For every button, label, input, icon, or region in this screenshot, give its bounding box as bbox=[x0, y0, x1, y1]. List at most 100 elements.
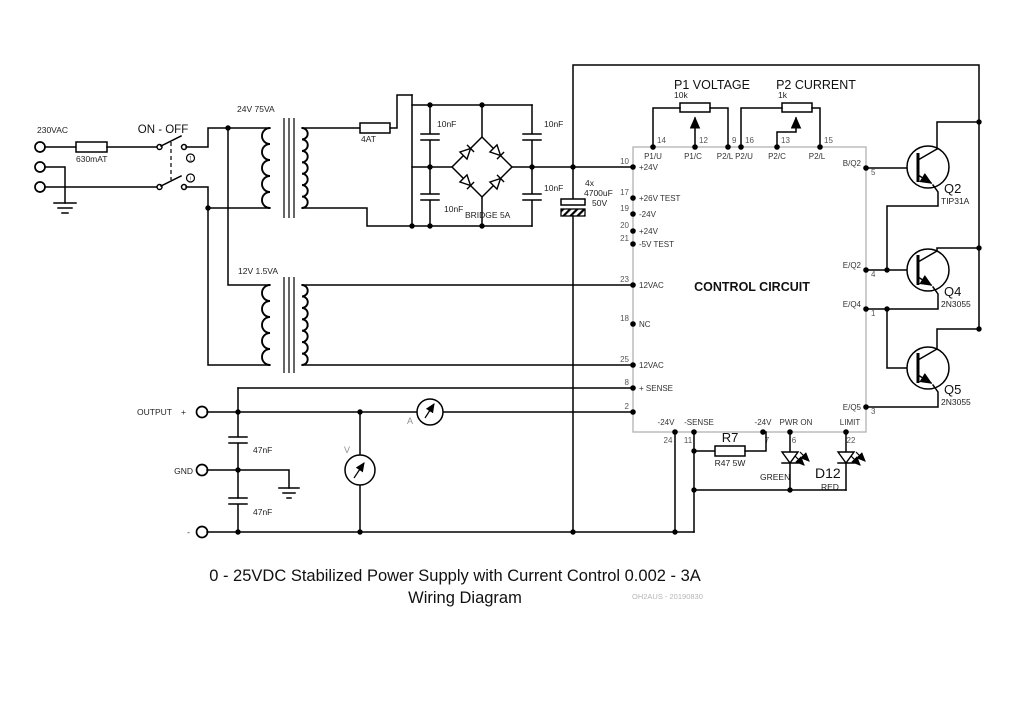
pin-label: P2/U bbox=[735, 152, 753, 161]
r7-resistor: R7 R47 5W bbox=[674, 430, 767, 533]
title-line2: Wiring Diagram bbox=[408, 589, 522, 607]
pin-number: 20 bbox=[620, 221, 629, 230]
diode-tl bbox=[458, 144, 475, 161]
diode-br bbox=[488, 174, 505, 191]
transistor-q2: Q2 TIP31A bbox=[865, 119, 982, 271]
transistor-q4-part: 2N3055 bbox=[941, 299, 971, 309]
pin-number: 24 bbox=[664, 436, 673, 445]
snubber-cap-tl-label: 10nF bbox=[437, 119, 456, 129]
switch-pos-off-glyph: i bbox=[190, 176, 191, 182]
bulk-cap-qty: 4x bbox=[585, 178, 595, 188]
pin-label: P2/L bbox=[809, 152, 826, 161]
pin-label: + SENSE bbox=[639, 384, 673, 393]
pin-label: 12VAC bbox=[639, 361, 664, 370]
pin-number: 12 bbox=[699, 136, 708, 145]
led-red-name: D12 bbox=[815, 465, 841, 481]
pin-label: P1/U bbox=[644, 152, 662, 161]
pin-label: +24V bbox=[639, 227, 659, 236]
snubber-cap-tl: 10nF bbox=[420, 104, 456, 168]
transistor-q2-part: TIP31A bbox=[941, 196, 970, 206]
pot-p1-voltage: P1 VOLTAGE 10k bbox=[652, 78, 750, 148]
mains-voltage-label: 230VAC bbox=[37, 125, 68, 135]
pin-label: -5V TEST bbox=[639, 240, 674, 249]
earth-ground-icon bbox=[53, 202, 77, 214]
transistor-q4: Q4 2N3055 bbox=[865, 245, 982, 369]
output-plus-sign: + bbox=[181, 407, 186, 417]
fuse-4at bbox=[359, 122, 391, 134]
pin-label: LIMIT bbox=[840, 418, 861, 427]
r7-value: R47 5W bbox=[715, 458, 746, 468]
mains-input: 230VAC 630mAT ON - OFF 1 i bbox=[34, 124, 271, 366]
mains-fuse bbox=[75, 141, 108, 153]
pin-label: -24V bbox=[639, 210, 657, 219]
control-bottom-pins: -24V -SENSE -24V PWR ON LIMIT 24 11 7 6 … bbox=[658, 418, 861, 445]
power-switch-label: ON - OFF bbox=[138, 124, 188, 136]
pot-p2-value: 1k bbox=[778, 90, 788, 100]
pin-number: 16 bbox=[745, 136, 754, 145]
pin-number: 10 bbox=[620, 157, 629, 166]
pin-label: E/Q2 bbox=[843, 261, 862, 270]
title-credit: OH2AUS - 20190830 bbox=[632, 592, 703, 601]
pin-number: 19 bbox=[620, 204, 629, 213]
pin-label: -24V bbox=[755, 418, 773, 427]
switch-pos-on-glyph: 1 bbox=[189, 156, 193, 162]
pin-number: 2 bbox=[625, 402, 630, 411]
control-right-pins: 5 4 1 3 B/Q2 E/Q2 E/Q4 E/Q5 bbox=[843, 159, 876, 416]
mains-terminal-l bbox=[34, 141, 46, 153]
secondary-fuse: 4AT bbox=[301, 94, 413, 227]
pin-number: 7 bbox=[765, 436, 770, 445]
output-cap-bottom: 47nF bbox=[228, 497, 272, 533]
bulk-capacitor: 4x 4700uF 50V bbox=[560, 164, 613, 533]
voltmeter-label: V bbox=[344, 445, 350, 455]
pin-label: +24V bbox=[639, 163, 659, 172]
pin-label: 12VAC bbox=[639, 281, 664, 290]
r7-name: R7 bbox=[722, 430, 739, 445]
ammeter: A bbox=[407, 398, 444, 426]
transistor-q2-name: Q2 bbox=[944, 181, 961, 196]
bulk-cap-voltage: 50V bbox=[592, 198, 607, 208]
pin-label: -24V bbox=[658, 418, 676, 427]
pin-number: 5 bbox=[871, 168, 876, 177]
output-terminal-plus bbox=[195, 405, 209, 419]
transistor-q5-part: 2N3055 bbox=[941, 397, 971, 407]
bridge-rectifier: 10nF 10nF 10nF 10nF BRIDGE 5A bbox=[409, 94, 634, 229]
pin-label: P2/L bbox=[717, 152, 734, 161]
transformer-24v-label: 24V 75VA bbox=[237, 104, 275, 114]
snubber-cap-br: 10nF bbox=[522, 166, 563, 227]
led-red-label: RED bbox=[821, 482, 839, 492]
transformer-12v-label: 12V 1.5VA bbox=[238, 266, 278, 276]
output-section: OUTPUT + GND - 47nF 47nF V bbox=[137, 387, 695, 539]
pin-number: 11 bbox=[684, 436, 693, 445]
pin-label: PWR ON bbox=[780, 418, 813, 427]
gnd-terminal bbox=[195, 463, 209, 477]
output-cap-top: 47nF bbox=[228, 387, 272, 499]
pin-number: 18 bbox=[620, 314, 629, 323]
pin-label: -SENSE bbox=[684, 418, 714, 427]
pin-label: B/Q2 bbox=[843, 159, 862, 168]
pot-p1-title: P1 VOLTAGE bbox=[674, 78, 750, 92]
led-green-label: GREEN bbox=[760, 472, 790, 482]
pot-p2-current: P2 CURRENT 1k bbox=[740, 78, 856, 148]
snubber-cap-br-label: 10nF bbox=[544, 183, 563, 193]
pin-number: 22 bbox=[847, 436, 856, 445]
pin-number: 1 bbox=[871, 309, 876, 318]
pin-label: +26V TEST bbox=[639, 194, 681, 203]
pin-number: 23 bbox=[620, 275, 629, 284]
control-left-pins: 10 17 19 20 21 23 18 25 8 2 +24V +26V TE… bbox=[620, 157, 681, 415]
pin-label: P2/C bbox=[768, 152, 786, 161]
fuse-4at-label: 4AT bbox=[361, 134, 376, 144]
snubber-cap-bl-label: 10nF bbox=[444, 204, 463, 214]
pin-number: 15 bbox=[824, 136, 833, 145]
diode-bl bbox=[458, 173, 475, 190]
led-green: GREEN bbox=[760, 431, 810, 491]
output-terminal-minus bbox=[195, 525, 209, 539]
pin-number: 21 bbox=[620, 234, 629, 243]
output-label: OUTPUT bbox=[137, 407, 172, 417]
pin-label: E/Q4 bbox=[843, 300, 862, 309]
pin-number: 13 bbox=[781, 136, 790, 145]
transformer-24v: 24V 75VA bbox=[237, 104, 309, 218]
switch-pos-off-icon bbox=[185, 173, 196, 183]
mains-terminal-n bbox=[34, 181, 46, 193]
